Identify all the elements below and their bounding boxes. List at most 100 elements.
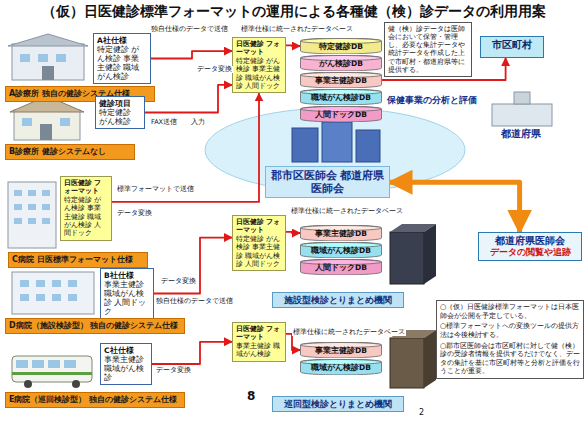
node-heading: 都道府県医師会 [482, 235, 578, 247]
annotation-label: データ変換 [116, 210, 153, 217]
note-box: 健（検）診データは医師会において保管・管理し、必要な集計データや統計データを作成… [384, 22, 472, 77]
annotation-label: 標準仕様に統一されたデータベース [290, 207, 404, 215]
node-body: 特定健診 がん検診 事業主健診 職域がん検診 人間ドック [236, 235, 282, 269]
node-body: 特定健診 がん検診 事業主健診 職域がん検診 人間ドック [64, 196, 108, 238]
prefecture-building [492, 92, 552, 126]
node-heading: 特定健診DB [319, 42, 363, 51]
annotation-label: 入力 [190, 119, 206, 126]
node-body: ○郡市区医師会は市区町村に対して健（検）診の受診者情報を提供するだけでなく、デー… [440, 342, 580, 377]
spec-box: 健診項目特定健診 がん検診 [95, 96, 145, 129]
node-heading: 施設型検診とりまとめ機関 [276, 295, 400, 305]
node-heading: 事業主健診DB [315, 346, 367, 355]
spec-box: C社仕様事業主健診 職域がん検診 [100, 343, 152, 385]
annotation-label: 標準仕様に統一されたデータベース [240, 25, 354, 33]
server-building [390, 330, 436, 388]
node-heading: 日医健診 フォーマット [236, 325, 282, 342]
annotation-label: 保健事業の分析と評価 [386, 95, 478, 105]
cylinder-body [301, 242, 382, 258]
annotation-label: 標準仕様に統一されたデータベース [292, 328, 406, 336]
node-heading: 日医健診 フォーマット [64, 179, 108, 196]
node-heading: 健診項目 [99, 99, 141, 108]
server-buildings [292, 122, 380, 162]
cylinder-body [301, 106, 382, 122]
node-heading: 巡回型検診とりまとめ機関 [276, 399, 400, 409]
node-heading: 職域がん検診DB [311, 363, 371, 372]
node-heading: D病院（施設検診型） 独自の健診システム仕様 [9, 321, 181, 331]
flow-arrow [154, 238, 232, 294]
node-heading: 健（検）診データは医師会において保管・管理し、必要な集計データや統計データを作成… [388, 25, 468, 74]
database-cylinder: がん検診DB [300, 55, 382, 71]
database-cylinder: 職域がん検診DB [300, 89, 382, 105]
flow-arrow [151, 51, 232, 58]
node-body: 特定健診 がん検診 [99, 108, 141, 126]
node-body: データの閲覧や追跡 [482, 247, 578, 258]
format-document: 日医健診 フォーマット特定健診 がん検診 事業主健診 職域がん検診 人間ドック [60, 176, 112, 241]
node-body: 事業主健診 職域がん検診 [236, 342, 282, 359]
cylinder-body [301, 259, 382, 275]
flow-arrow [286, 232, 300, 233]
server-building [390, 224, 436, 284]
hospital-building [12, 272, 94, 314]
format-document: 日医健診 フォーマット事業主健診 職域がん検診 [232, 322, 286, 362]
cylinder-body [301, 89, 382, 105]
cylinder-body [301, 72, 382, 88]
node-heading: 日医健診 フォーマット [236, 40, 282, 57]
annotation-label: FAX送信 [150, 119, 178, 126]
node-heading: C病院 日医標準フォーマット仕様 [12, 255, 144, 265]
clinic-building [8, 34, 88, 80]
annotation-label: 都道府県 [500, 128, 542, 140]
node-body: 特定健診 がん検診 事業主健診 職域がん検診 人間ドック [236, 57, 282, 91]
node-body: 特定健診 がん検診 事業主健診 職域がん検診 [97, 45, 147, 81]
cylinder-body [301, 38, 382, 54]
node-heading: 職域がん検診DB [311, 93, 371, 102]
node-heading: 人間ドックDB [315, 110, 367, 119]
note-box: ○（仮）日医健診標準フォーマットは日本医師会が公開を予定している。 ○標準フォーマ… [436, 300, 584, 379]
cylinder-body [301, 359, 382, 375]
municipality-box: 市区町村 [480, 36, 544, 58]
node-heading: 人間ドックDB [315, 263, 367, 272]
format-document: 日医健診 フォーマット特定健診 がん検診 事業主健診 職域がん検診 人間ドック [232, 215, 286, 271]
format-document: 日医健診 フォーマット特定健診 がん検診 事業主健診 職域がん検診 人間ドック [232, 37, 286, 93]
node-heading: 日医健診 フォーマット [236, 218, 282, 235]
spec-box: A社仕様特定健診 がん検診 事業主健診 職域がん検診 [93, 33, 151, 84]
hospital-building [8, 182, 56, 248]
annotation-label: 独自仕様のデータで送信 [155, 298, 234, 305]
agency-band: 施設型検診とりまとめ機関 [272, 292, 404, 308]
database-cylinder: 事業主健診DB [300, 342, 382, 358]
node-heading: 事業主健診DB [315, 76, 367, 85]
annotation-label: 8 [246, 390, 256, 404]
agency-band: 巡回型検診とりまとめ機関 [272, 396, 404, 412]
node-heading: A社仕様 [97, 36, 147, 45]
node-heading: C社仕様 [104, 346, 148, 355]
annotation-label: データ変換 [160, 278, 197, 285]
facility-band: D病院（施設検診型） 独自の健診システム仕様 [5, 318, 185, 334]
medical-association-band: 郡市区医師会 都道府県医師会 [265, 166, 390, 198]
node-heading: E病院（巡回検診型） 独自の健診システム仕様 [9, 395, 181, 405]
facility-band: B診療所 健診システムなし [5, 144, 135, 160]
facility-band: E病院（巡回検診型） 独自の健診システム仕様 [5, 392, 185, 408]
database-cylinder: 人間ドックDB [300, 259, 382, 275]
diagram-title: （仮）日医健診標準フォーマットの運用による各種健（検）診データの利用用案 [0, 3, 588, 21]
spec-box: B社仕様事業主健診 職域がん検診 人間ドック [100, 268, 154, 319]
node-heading: ○（仮）日医健診標準フォーマットは日本医師会が公開を予定している。 [440, 303, 580, 320]
screening-bus [12, 356, 92, 388]
flow-arrow [390, 182, 520, 232]
node-heading: 事業主健診DB [315, 229, 367, 238]
annotation-label: データ変換 [196, 66, 233, 73]
database-cylinder: 人間ドックDB [300, 106, 382, 122]
cylinder-body [301, 225, 382, 241]
node-body: ○標準フォーマットへの変換ツールの提供方法は今後検討する。 [440, 322, 580, 339]
annotation-label: 2 [418, 408, 425, 417]
cylinder-body [301, 55, 382, 71]
database-cylinder: 事業主健診DB [300, 225, 382, 241]
node-heading: B社仕様 [104, 271, 150, 280]
flow-arrow [152, 342, 232, 364]
flow-arrow [286, 334, 300, 350]
clinic-house [10, 96, 84, 140]
flow-arrow [286, 45, 300, 47]
node-body: 事業主健診 職域がん検診 [104, 355, 148, 382]
facility-band: C病院 日医標準フォーマット仕様 [8, 252, 148, 268]
database-cylinder: 職域がん検診DB [300, 359, 382, 375]
annotation-label: データ変換 [155, 367, 192, 374]
